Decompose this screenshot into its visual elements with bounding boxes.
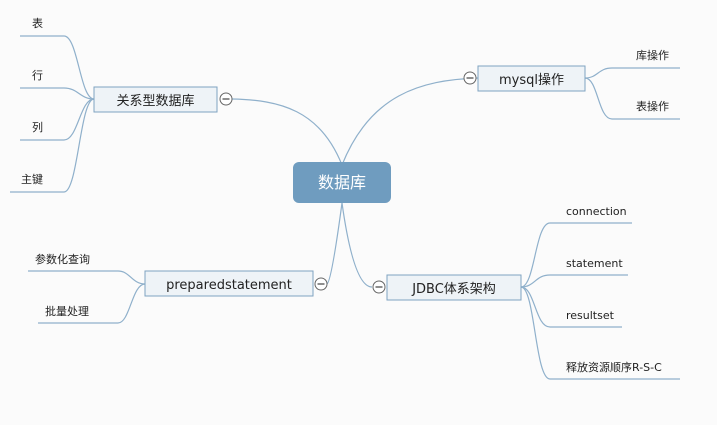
leaf-statement[interactable]: statement [566, 257, 623, 270]
connector-leaf-db-op [584, 67, 680, 79]
collapse-jdbc-icon[interactable] [372, 280, 386, 294]
branch-relational-db-label: 关系型数据库 [116, 93, 194, 109]
branch-jdbc-box [386, 274, 522, 301]
root-node[interactable]: 数据库 [293, 162, 391, 203]
branch-prepared-box [144, 270, 314, 297]
branch-mysql-label: mysql操作 [499, 72, 564, 88]
connector-leaf-pk [10, 98, 95, 193]
branch-jdbc[interactable]: JDBC体系架构 [386, 274, 522, 301]
connector-root-prepared [326, 202, 343, 285]
branch-mysql-box [477, 65, 586, 92]
connector-leaf-resultset [520, 286, 622, 328]
connector-leaf-connection [520, 222, 632, 288]
collapse-relational-db-icon[interactable] [219, 92, 233, 106]
connector-leaf-param-query [28, 270, 146, 285]
leaf-param-query[interactable]: 参数化查询 [35, 252, 90, 266]
leaf-column[interactable]: 列 [32, 120, 43, 134]
leaf-table-op[interactable]: 表操作 [636, 99, 669, 113]
branch-prepared[interactable]: preparedstatement [144, 270, 314, 297]
leaf-release-order[interactable]: 释放资源顺序R-S-C [566, 360, 662, 374]
branch-prepared-label: preparedstatement [166, 278, 292, 293]
branch-mysql[interactable]: mysql操作 [477, 65, 586, 92]
root-label: 数据库 [318, 173, 366, 192]
collapse-prepared-icon[interactable] [314, 277, 328, 291]
connector-root-relational [231, 98, 343, 166]
connector-leaf-table [20, 35, 95, 100]
branch-relational-db[interactable]: 关系型数据库 [93, 86, 218, 113]
collapse-mysql-icon[interactable] [463, 71, 477, 85]
leaf-primary-key[interactable]: 主键 [21, 172, 43, 186]
connector-root-mysql [341, 77, 479, 166]
leaf-row[interactable]: 行 [32, 69, 43, 82]
root-box [293, 162, 391, 203]
connector-leaf-column [20, 98, 95, 141]
branch-relational-db-box [93, 86, 218, 113]
leaf-db-op[interactable]: 库操作 [636, 48, 669, 62]
leaf-resultset[interactable]: resultset [566, 309, 615, 322]
branch-jdbc-label: JDBC体系架构 [411, 282, 496, 297]
leaf-batch[interactable]: 批量处理 [45, 304, 89, 318]
connector-leaf-row [20, 87, 95, 100]
connector-leaf-table-op [584, 77, 680, 120]
leaf-table[interactable]: 表 [32, 16, 43, 30]
leaf-connection[interactable]: connection [566, 205, 627, 218]
connector-leaf-release [520, 286, 680, 380]
connector-leaf-batch [38, 283, 146, 324]
connector-leaf-statement [520, 274, 628, 288]
connector-lines [10, 35, 680, 380]
connector-root-jdbc [341, 202, 373, 288]
